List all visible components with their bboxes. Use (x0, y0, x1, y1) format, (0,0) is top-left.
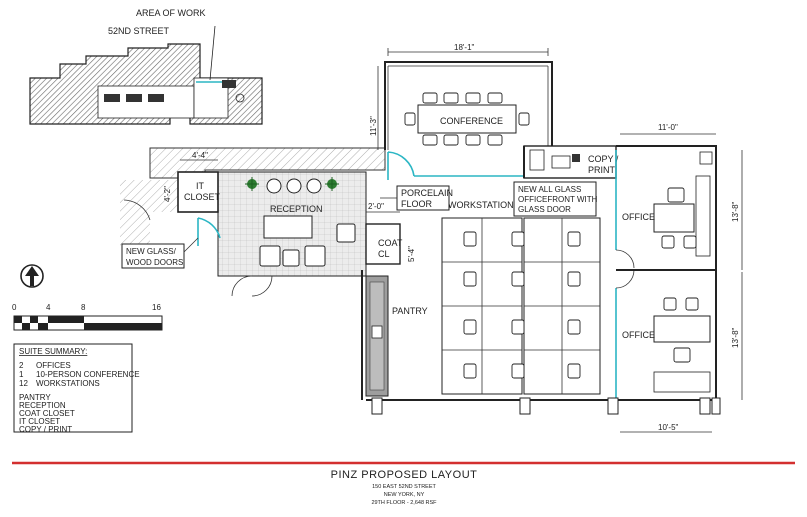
area-of-work-leader (209, 25, 216, 81)
summary-row-count: 1 (19, 370, 24, 379)
it-closet-label-line1: IT (196, 181, 205, 191)
summary-extra-item: RECEPTION (19, 401, 66, 410)
drawing-address: 150 EAST 52ND STREET (372, 484, 436, 490)
office-top-depth-dimension: 13'-8" (731, 201, 740, 222)
drawing-city: NEW YORK, NY (384, 492, 425, 498)
it-closet (177, 171, 219, 213)
suite-summary-title: SUITE SUMMARY: (19, 347, 87, 356)
glass-wood-doors-callout (121, 243, 185, 269)
porcelain-callout-line1: PORCELAIN (401, 188, 453, 198)
conference-glass-door (387, 151, 415, 180)
key-plan (29, 25, 263, 125)
glass-front-callout-line2: OFFICEFRONT WITH (518, 195, 598, 204)
glass-officefront-callout (513, 181, 597, 217)
scale-bar (13, 315, 163, 331)
porcelain-callout-line2: FLOOR (401, 199, 433, 209)
summary-row-label: WORKSTATIONS (36, 379, 100, 388)
office-bottom-depth-dimension: 13'-8" (731, 327, 740, 348)
glass-front-callout-line1: NEW ALL GLASS (518, 185, 581, 194)
it-closet-depth-dimension: 4'-2" (163, 186, 172, 202)
coat-closet-depth-dimension: 5'-4" (407, 246, 416, 262)
area-of-work-label: AREA OF WORK (136, 8, 206, 18)
conference-depth-dimension: 11'-3" (369, 116, 378, 136)
summary-extra-item: COAT CLOSET (19, 409, 75, 418)
scale-tick-0: 0 (12, 303, 17, 312)
columns (371, 397, 721, 415)
street-label: 52ND STREET (108, 26, 170, 36)
glass-front-callout-line3: GLASS DOOR (518, 205, 571, 214)
conference-room (384, 61, 553, 150)
scale-tick-8: 8 (81, 303, 86, 312)
drawing-title: PINZ PROPOSED LAYOUT (331, 469, 478, 481)
coat-closet-width-dimension: 2'-0" (368, 202, 384, 211)
summary-row-count: 12 (19, 379, 28, 388)
reception-label: RECEPTION (270, 204, 323, 214)
it-closet-width-dimension: 4'-4" (192, 151, 208, 160)
conference-table (417, 104, 517, 134)
conference-width-dimension: 18'-1" (454, 43, 475, 52)
key-plan-work-area (97, 85, 195, 119)
copy-print-label-line1: COPY / (588, 154, 619, 164)
core-walls (120, 147, 386, 250)
glass-doors-callout-line1: NEW GLASS/ (126, 247, 177, 256)
coat-closet (365, 223, 401, 265)
it-closet-label-line2: CLOSET (184, 192, 221, 202)
office-width-dimension: 11'-0" (658, 123, 678, 132)
summary-extra-item: IT CLOSET (19, 417, 60, 426)
workstation-area (366, 146, 715, 401)
office-bottom-label: OFFICE (622, 330, 655, 340)
scale-tick-4: 4 (46, 303, 51, 312)
copy-print-label-line2: PRINT (588, 165, 616, 175)
coat-closet-label-line2: CL (378, 249, 390, 259)
drawing-floor: 29TH FLOOR - 2,648 RSF (371, 500, 437, 506)
porcelain-floor-callout (396, 185, 450, 211)
reception-area (217, 171, 367, 277)
summary-row-label: OFFICES (36, 361, 71, 370)
summary-extra-item: PANTRY (19, 393, 51, 402)
scale-tick-16: 16 (152, 303, 161, 312)
summary-row-label: 10-PERSON CONFERENCE (36, 370, 140, 379)
entry-glass-door (197, 217, 221, 246)
summary-row-count: 2 (19, 361, 24, 370)
office-bottom-width-dimension: 10'-5" (658, 423, 679, 432)
glass-doors-callout-line2: WOOD DOORS (126, 258, 183, 267)
pantry (361, 270, 389, 400)
suite-summary-box (13, 343, 133, 433)
office-top-label: OFFICE (622, 212, 655, 222)
coat-closet-label-line1: COAT (378, 238, 403, 248)
north-arrow-icon (20, 264, 44, 288)
summary-extra-item: COPY / PRINT (19, 425, 72, 434)
workstations-label: WORKSTATIONS (448, 200, 520, 210)
offices (615, 145, 717, 400)
conference-label: CONFERENCE (440, 116, 503, 126)
pantry-label: PANTRY (392, 306, 428, 316)
reception-desk (263, 215, 313, 239)
